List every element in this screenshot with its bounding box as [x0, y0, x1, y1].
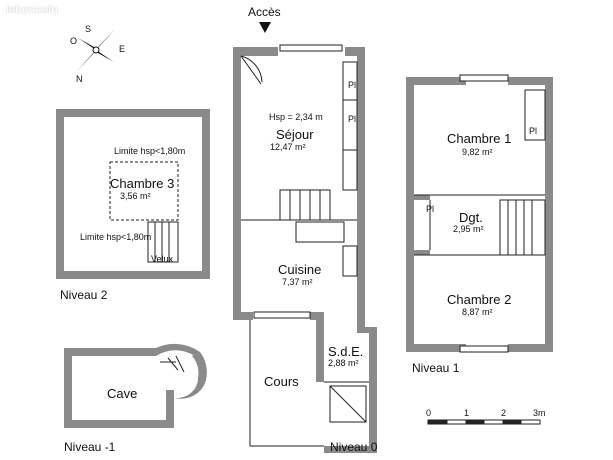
dgt-label: Dgt. — [459, 210, 483, 225]
chambre2-area: 8,87 m² — [462, 307, 493, 317]
scale-3-label: 3m — [533, 408, 546, 418]
cave-label: Cave — [107, 386, 138, 401]
sde-area: 2,88 m² — [328, 358, 359, 368]
chambre3-area: 3,56 m² — [120, 191, 151, 201]
cuisine-label: Cuisine — [278, 262, 322, 277]
chambre1-label: Chambre 1 — [447, 131, 512, 146]
sde-label: S.d.E. — [328, 344, 364, 359]
sejour-area: 12,47 m² — [270, 142, 306, 152]
compass-rose-icon — [76, 28, 116, 72]
scale-2-label: 2 — [501, 408, 507, 418]
scale-1-label: 1 — [464, 408, 470, 418]
level-2-label: Niveau 2 — [60, 288, 108, 302]
placard-1-label: Pl — [348, 80, 357, 90]
dgt-area: 2,95 m² — [453, 224, 484, 234]
cuisine-area: 7,37 m² — [282, 277, 313, 287]
compass-e-label: E — [119, 44, 126, 54]
compass-n-label: N — [76, 74, 83, 84]
velux-label: Velux — [151, 254, 174, 264]
chambre3-label: Chambre 3 — [110, 176, 175, 191]
ceiling-height-label: Hsp = 2,34 m — [269, 112, 323, 122]
compass-o-label: O — [70, 36, 78, 46]
watermark-label: leboncoin — [6, 4, 58, 16]
placard-4-label: Pl — [426, 204, 435, 214]
cours-label: Cours — [264, 374, 299, 389]
chambre2-label: Chambre 2 — [447, 292, 512, 307]
entrance-arrow-icon — [259, 22, 271, 33]
sejour-label: Séjour — [276, 127, 314, 142]
limit-top-label: Limite hsp<1,80m — [114, 146, 186, 156]
scale-0-label: 0 — [426, 408, 432, 418]
level-minus1-label: Niveau -1 — [64, 440, 116, 454]
level-1-label: Niveau 1 — [412, 361, 460, 375]
placard-2-label: Pl — [348, 114, 357, 124]
chambre1-area: 9,82 m² — [462, 147, 493, 157]
compass-s-label: S — [85, 24, 92, 34]
level-0-label: Niveau 0 — [330, 440, 378, 454]
entrance-label: Accès — [248, 5, 281, 19]
placard-3-label: Pl — [529, 126, 538, 136]
limit-bottom-label: Limite hsp<1,80m — [80, 232, 152, 242]
